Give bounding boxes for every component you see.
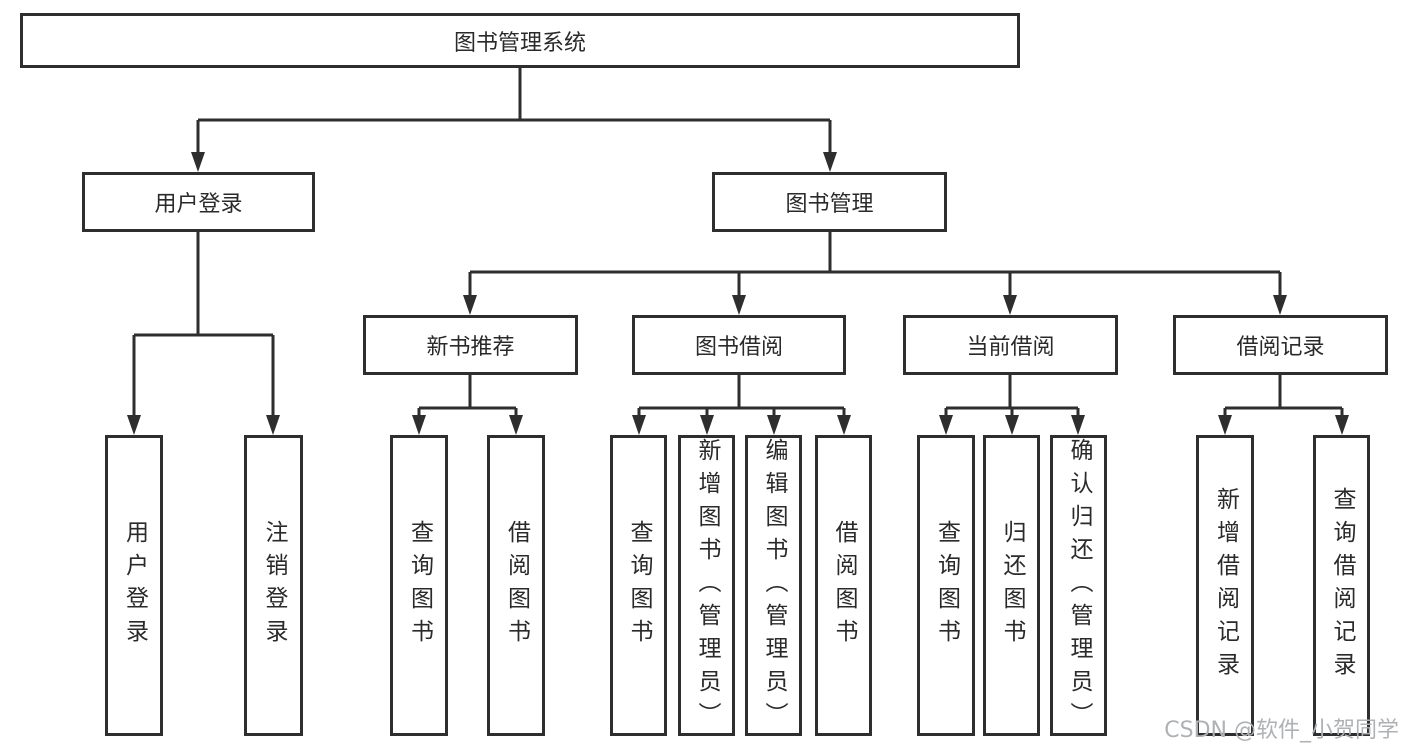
node-root-system: 图书管理系统 [20, 13, 1020, 68]
leaf-return-books: 归还图书 [983, 435, 1040, 736]
leaf-query-books-current: 查询图书 [917, 435, 975, 736]
node-book-management-branch: 图书管理 [712, 172, 947, 232]
node-borrowing-records: 借阅记录 [1173, 315, 1388, 375]
leaf-add-borrow-record: 新增借阅记录 [1196, 435, 1254, 736]
leaf-confirm-return-admin: 确认归还（管理员） [1050, 435, 1107, 736]
leaf-borrow-books: 借阅图书 [815, 435, 872, 736]
leaf-logout: 注销登录 [244, 435, 303, 736]
node-new-book-recommendation: 新书推荐 [363, 315, 578, 375]
leaf-edit-books-admin: 编辑图书（管理员） [745, 435, 802, 736]
leaf-add-books-admin: 新增图书（管理员） [678, 435, 735, 736]
leaf-user-login: 用户登录 [105, 435, 163, 736]
node-user-login-branch: 用户登录 [82, 172, 315, 232]
connector-paths [132, 68, 1344, 419]
node-current-borrowing: 当前借阅 [903, 315, 1118, 375]
leaf-query-books-borrow: 查询图书 [610, 435, 667, 736]
csdn-watermark: CSDN @软件_小贺同学 [1164, 718, 1399, 743]
leaf-borrow-books-recommend: 借阅图书 [487, 435, 545, 736]
node-book-borrowing: 图书借阅 [632, 315, 846, 375]
leaf-query-borrow-record: 查询借阅记录 [1313, 435, 1370, 736]
leaf-query-books-recommend: 查询图书 [390, 435, 448, 736]
